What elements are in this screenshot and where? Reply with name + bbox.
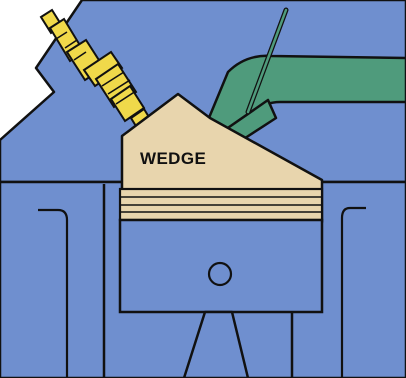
piston-rings bbox=[120, 189, 322, 220]
chamber-label: WEDGE bbox=[140, 149, 206, 168]
wrist-pin bbox=[209, 263, 231, 285]
